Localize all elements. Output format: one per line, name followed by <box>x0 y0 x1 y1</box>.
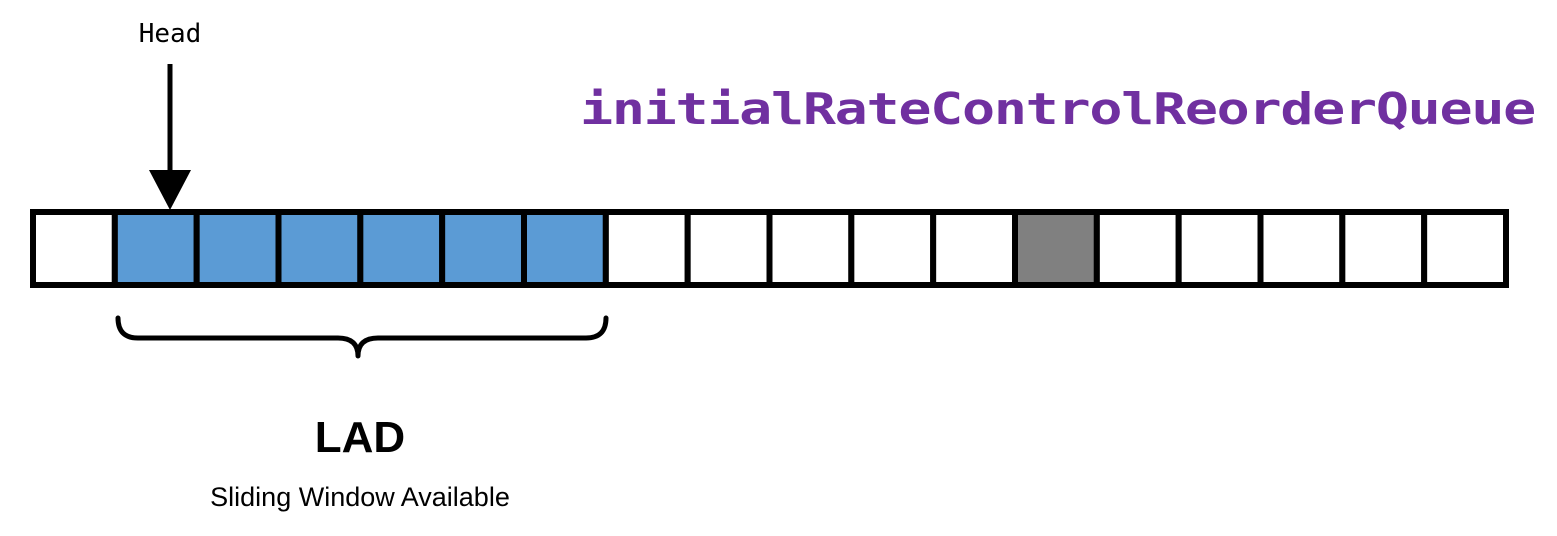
queue-slot-empty <box>1421 209 1509 288</box>
queue-slot-empty <box>848 209 937 288</box>
queue-slot-empty <box>766 209 855 288</box>
lad-caption: Sliding Window Available <box>210 482 510 512</box>
queue-slot-empty <box>684 209 773 288</box>
lad-brace <box>115 315 609 359</box>
queue-slot-empty <box>930 209 1019 288</box>
queue-slot-empty <box>1339 209 1428 288</box>
queue-slot-empty <box>1093 209 1182 288</box>
queue-slot-window <box>357 209 446 288</box>
queue-slot-window <box>521 209 609 288</box>
queue-slot-empty <box>1175 209 1264 288</box>
queue-slot-occupied <box>1012 209 1100 288</box>
head-label: Head <box>139 19 202 49</box>
queue-slot-window <box>193 209 282 288</box>
head-arrow <box>149 64 191 210</box>
queue-slot-empty <box>1257 209 1346 288</box>
queue-slots <box>30 209 1509 288</box>
queue-slot-window <box>439 209 527 288</box>
queue-name: initialRateControlReorderQueue <box>580 84 1535 135</box>
queue-slot-empty <box>602 209 691 288</box>
queue-slot-empty <box>30 209 118 288</box>
queue-slot-window <box>111 209 200 288</box>
queue-slot-window <box>275 209 364 288</box>
lad-label: LAD <box>315 413 405 462</box>
